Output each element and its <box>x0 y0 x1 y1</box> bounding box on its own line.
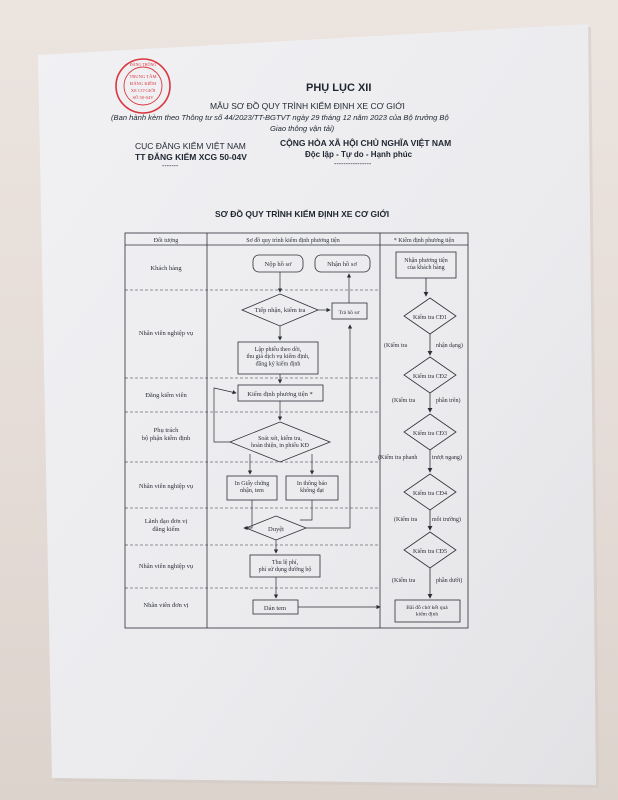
row-label-dang-kiem-vien: Đăng kiểm viên <box>145 392 187 399</box>
label-soat-xet: Soát xét, kiểm tra,hoàn thiện, in phiếu … <box>251 435 309 449</box>
note-cd3-b: trượt ngang) <box>432 454 462 461</box>
label-cd3: Kiểm tra CĐ3 <box>413 430 447 437</box>
note-cd5-b: phần dưới) <box>436 577 462 584</box>
note-cd3-a: (Kiểm tra phanh <box>378 454 417 461</box>
label-line: Bãi đỗ chờ kết quả <box>406 604 448 611</box>
left-dashes: ------- <box>162 163 179 170</box>
label-line: hoàn thiện, in phiếu KĐ <box>251 442 309 449</box>
stamp-line4: SỐ 50-04V <box>132 95 154 100</box>
label-line: Phụ trách <box>154 427 179 434</box>
table-frame <box>124 232 469 629</box>
label-line: kiểm định <box>416 611 438 618</box>
label-line: Lãnh đạo đơn vị <box>145 518 188 525</box>
middle-connectors <box>213 272 381 610</box>
row-label-nhan-vien-3: Nhân viên nghiệp vụ <box>139 563 194 570</box>
appendix-title: PHỤ LỤC XII <box>306 82 372 94</box>
label-tiep-nhan: Tiếp nhận, kiểm tra <box>255 307 306 314</box>
label-line: bộ phận kiểm định <box>142 435 191 442</box>
diagram-title: SƠ ĐỒ QUY TRÌNH KIỂM ĐỊNH XE CƠ GIỚI <box>215 209 390 219</box>
label-line: thu giá dịch vụ kiểm định, <box>247 353 310 360</box>
label-cd1: Kiểm tra CĐ1 <box>413 314 447 321</box>
note-cd1-a: (Kiểm tra <box>384 342 407 349</box>
label-line: Nhận phương tiện <box>404 258 447 264</box>
label-line: của khách hàng <box>407 265 444 271</box>
label-cd5: Kiểm tra CĐ5 <box>413 548 447 555</box>
row-label-khach-hang: Khách hàng <box>150 265 182 272</box>
issued-line-2: Giao thông vận tải) <box>270 124 335 133</box>
agency-name: CỤC ĐĂNG KIỂM VIỆT NAM <box>135 141 246 151</box>
red-stamp: ĐĂNG THỐNG TRUNG TÂM ĐĂNG KIỂM XE CƠ GIỚ… <box>115 58 171 114</box>
node-kiem-dinh <box>237 384 324 402</box>
node-lap-phieu <box>237 341 319 375</box>
row-label-nhan-vien-2: Nhân viên nghiệp vụ <box>139 483 194 490</box>
label-line: Thu lệ phí, <box>272 560 299 566</box>
note-cd4-b: môi trường) <box>432 516 461 523</box>
note-cd2-b: phần trên) <box>436 397 461 404</box>
note-cd1-b: nhận dạng) <box>436 342 463 349</box>
motto: Độc lập - Tự do - Hạnh phúc <box>305 150 413 159</box>
issued-line-1: (Ban hành kèm theo Thông tư số 44/2023/T… <box>111 113 449 122</box>
center-name: TT ĐĂNG KIỂM XCG 50-04V <box>135 152 247 162</box>
stamp-line3: XE CƠ GIỚI <box>131 88 156 93</box>
label-line: Soát xét, kiểm tra, <box>258 435 302 442</box>
label-line: đăng kiểm <box>152 526 179 533</box>
right-dashes: ---------------- <box>334 161 372 168</box>
label-cd4: Kiểm tra CĐ4 <box>413 490 447 497</box>
node-thu-phi <box>249 554 321 578</box>
node-bai-do <box>394 599 461 623</box>
stamp-top: ĐĂNG THỐNG <box>130 62 157 67</box>
label-nhan-ho-so: Nhận hồ sơ <box>327 261 357 268</box>
header-kiem-dinh: * Kiểm định phương tiện <box>394 237 454 244</box>
row-label-nhan-vien-don-vi: Nhân viên đơn vị <box>143 602 188 609</box>
note-cd2-a: (Kiểm tra <box>392 397 415 404</box>
label-line: In Giấy chứng <box>235 480 270 487</box>
node-tra-ho-so <box>331 302 368 320</box>
label-line: không đạt <box>300 488 324 494</box>
label-line: Lập phiếu theo dõi, <box>255 346 302 353</box>
header-doi-tuong: Đối tượng <box>154 237 179 244</box>
label-dan-tem: Dán tem <box>264 605 286 612</box>
label-duyet: Duyệt <box>268 526 284 533</box>
node-soat-xet <box>228 421 332 463</box>
label-lap-phieu: Lập phiếu theo dõi,thu giá dịch vụ kiểm … <box>247 346 310 367</box>
form-title: MẪU SƠ ĐỒ QUY TRÌNH KIỂM ĐỊNH XE CƠ GIỚI <box>210 101 405 111</box>
row-separators <box>125 289 380 589</box>
label-thu-phi: Thu lệ phí,phí sử dụng đường bộ <box>259 560 312 573</box>
row-label-nhan-vien-1: Nhân viên nghiệp vụ <box>139 330 194 337</box>
label-kiem-dinh: Kiểm định phương tiện * <box>247 391 312 398</box>
label-line: phí sử dụng đường bộ <box>259 567 312 573</box>
label-line: nhận, tem <box>240 488 264 494</box>
country-name: CỘNG HÒA XÃ HỘI CHỦ NGHĨA VIỆT NAM <box>280 138 452 148</box>
label-nop-ho-so: Nộp hồ sơ <box>265 261 292 268</box>
stamp-line2: ĐĂNG KIỂM <box>130 81 156 86</box>
note-cd4-a: (Kiểm tra <box>394 516 417 523</box>
note-cd5-a: (Kiểm tra <box>392 577 415 584</box>
label-line: đăng ký kiểm định <box>256 360 301 367</box>
right-shapes <box>394 251 461 623</box>
stamp-line1: TRUNG TÂM <box>129 74 156 79</box>
header-so-do: Sơ đồ quy trình kiểm định phương tiện <box>246 237 339 244</box>
label-tra-ho-so: Trả hồ sơ <box>339 309 360 316</box>
label-cd2: Kiểm tra CĐ2 <box>413 373 447 380</box>
label-line: In thông báo <box>297 481 327 487</box>
node-nop-ho-so <box>252 254 304 273</box>
node-nhan-ho-so <box>314 254 371 273</box>
